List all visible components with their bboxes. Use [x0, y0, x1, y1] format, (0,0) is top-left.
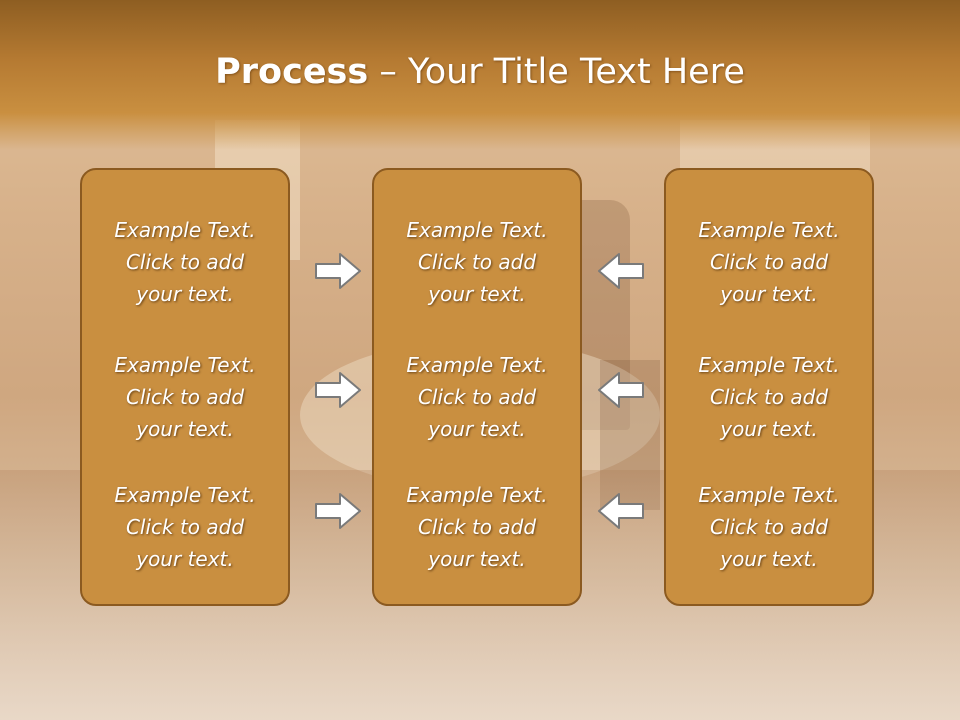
text-line: your text. — [720, 282, 818, 306]
text-item[interactable]: Example Text. Click to add your text. — [82, 214, 288, 310]
text-line: Click to add — [417, 385, 537, 409]
text-line: Click to add — [125, 385, 245, 409]
text-line: Click to add — [417, 515, 537, 539]
text-item[interactable]: Example Text. Click to add your text. — [374, 479, 580, 575]
text-line: Example Text. — [114, 218, 256, 242]
process-box-left[interactable]: Example Text. Click to add your text. Ex… — [80, 168, 290, 606]
text-line: Example Text. — [114, 483, 256, 507]
text-line: Click to add — [709, 250, 829, 274]
arrow-left-icon — [598, 372, 644, 408]
text-line: your text. — [720, 547, 818, 571]
text-line: Example Text. — [698, 483, 840, 507]
title-bold: Process — [215, 52, 369, 92]
text-item[interactable]: Example Text. Click to add your text. — [666, 214, 872, 310]
text-line: Example Text. — [406, 353, 548, 377]
text-item[interactable]: Example Text. Click to add your text. — [374, 349, 580, 445]
title-rest: – Your Title Text Here — [368, 52, 745, 92]
arrow-left-icon — [598, 493, 644, 529]
text-line: Example Text. — [698, 218, 840, 242]
text-item[interactable]: Example Text. Click to add your text. — [666, 479, 872, 575]
text-item[interactable]: Example Text. Click to add your text. — [82, 349, 288, 445]
process-box-center[interactable]: Example Text. Click to add your text. Ex… — [372, 168, 582, 606]
arrow-right-icon — [315, 372, 361, 408]
text-line: Example Text. — [114, 353, 256, 377]
text-line: Example Text. — [406, 218, 548, 242]
text-line: Click to add — [125, 515, 245, 539]
text-line: your text. — [136, 417, 234, 441]
text-line: your text. — [428, 417, 526, 441]
arrow-left-icon — [598, 253, 644, 289]
text-line: your text. — [428, 282, 526, 306]
text-line: your text. — [428, 547, 526, 571]
text-item[interactable]: Example Text. Click to add your text. — [666, 349, 872, 445]
arrow-right-icon — [315, 253, 361, 289]
text-line: your text. — [136, 282, 234, 306]
slide-title[interactable]: Process – Your Title Text Here — [0, 52, 960, 92]
text-line: your text. — [720, 417, 818, 441]
text-item[interactable]: Example Text. Click to add your text. — [374, 214, 580, 310]
text-line: Example Text. — [698, 353, 840, 377]
text-line: your text. — [136, 547, 234, 571]
text-item[interactable]: Example Text. Click to add your text. — [82, 479, 288, 575]
text-line: Click to add — [417, 250, 537, 274]
process-box-right[interactable]: Example Text. Click to add your text. Ex… — [664, 168, 874, 606]
text-line: Click to add — [125, 250, 245, 274]
title-band — [0, 0, 960, 150]
text-line: Click to add — [709, 515, 829, 539]
text-line: Click to add — [709, 385, 829, 409]
arrow-right-icon — [315, 493, 361, 529]
text-line: Example Text. — [406, 483, 548, 507]
